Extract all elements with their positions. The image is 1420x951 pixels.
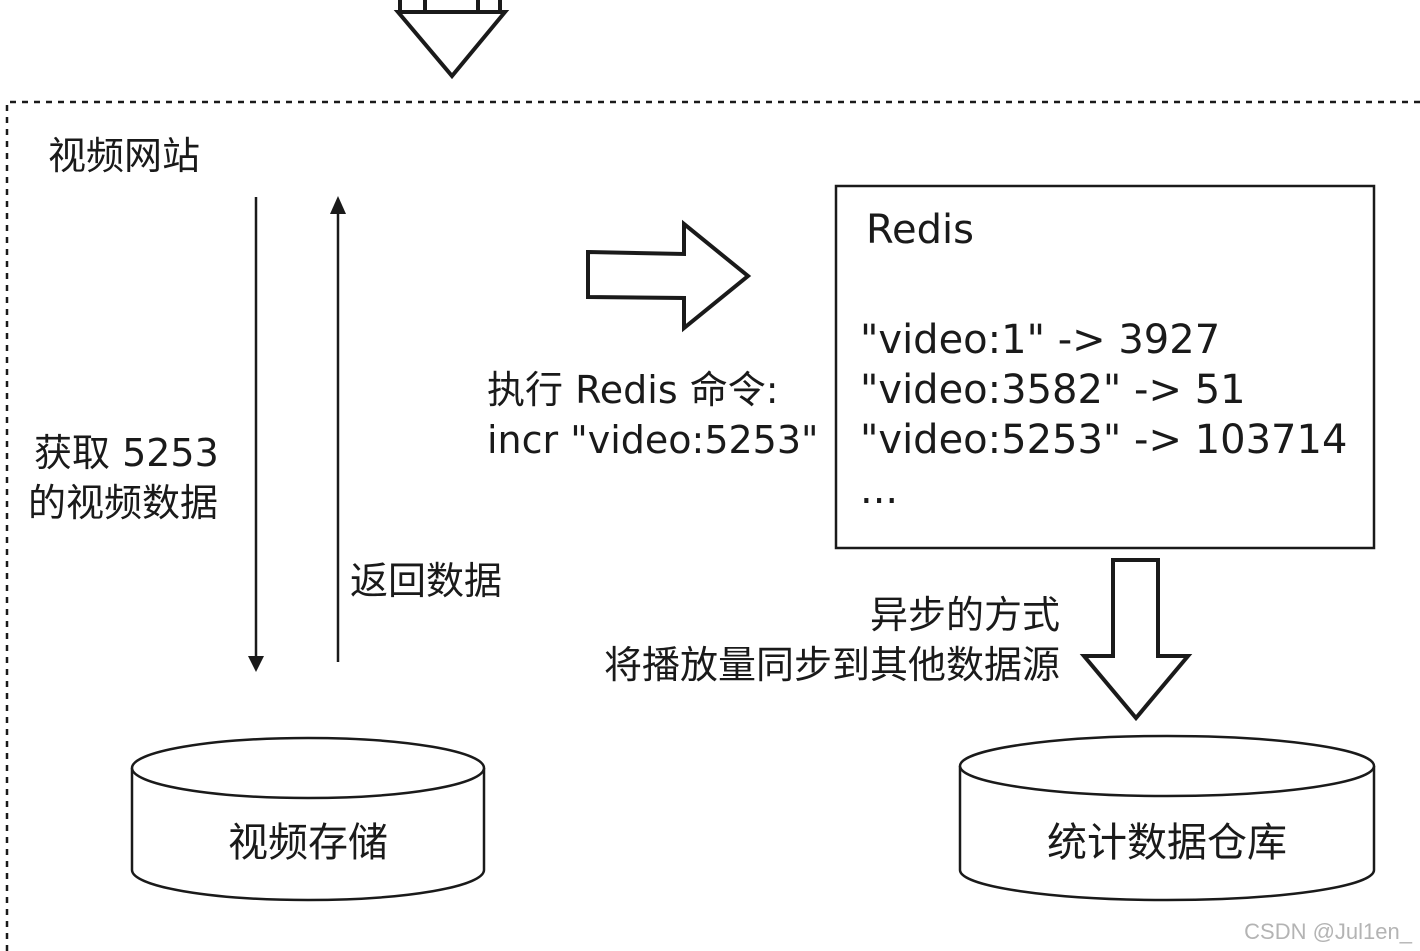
redis-command-line1: 执行 Redis 命令: bbox=[487, 368, 779, 412]
redis-entry: ... bbox=[860, 467, 899, 513]
incoming-arrow bbox=[393, 0, 510, 80]
website-boundary bbox=[5, 100, 1420, 951]
redis-entry: "video:1" -> 3927 bbox=[860, 317, 1221, 363]
request-arrow bbox=[248, 197, 264, 672]
redis-command-line2: incr "video:5253" bbox=[487, 418, 819, 462]
redis-command-arrow bbox=[586, 219, 752, 333]
stats-warehouse-label: 统计数据仓库 bbox=[1047, 820, 1287, 866]
sync-label-line2: 将播放量同步到其他数据源 bbox=[603, 643, 1060, 687]
site-title: 视频网站 bbox=[48, 134, 201, 178]
sync-label: 异步的方式 将播放量同步到其他数据源 bbox=[604, 590, 1060, 690]
redis-entry: "video:3582" -> 51 bbox=[860, 367, 1246, 413]
stats-warehouse-db bbox=[958, 734, 1376, 902]
video-storage-db bbox=[130, 736, 486, 902]
redis-box bbox=[834, 184, 1376, 550]
response-label: 返回数据 bbox=[350, 559, 503, 603]
watermark: CSDN @Jul1en_ bbox=[1244, 919, 1412, 944]
redis-entry: "video:5253" -> 103714 bbox=[860, 417, 1348, 463]
redis-title: Redis bbox=[866, 207, 974, 253]
sync-arrow bbox=[1079, 558, 1193, 722]
sync-label-line1: 异步的方式 bbox=[869, 593, 1060, 637]
video-storage-label: 视频存储 bbox=[228, 820, 388, 866]
response-arrow bbox=[330, 196, 346, 662]
redis-command-label: 执行 Redis 命令: incr "video:5253" bbox=[487, 365, 819, 465]
request-label-line1: 获取 5253 bbox=[34, 431, 219, 475]
redis-entries: "video:1" -> 3927 "video:3582" -> 51 "vi… bbox=[860, 315, 1347, 515]
request-label-line2: 的视频数据 bbox=[28, 481, 219, 525]
